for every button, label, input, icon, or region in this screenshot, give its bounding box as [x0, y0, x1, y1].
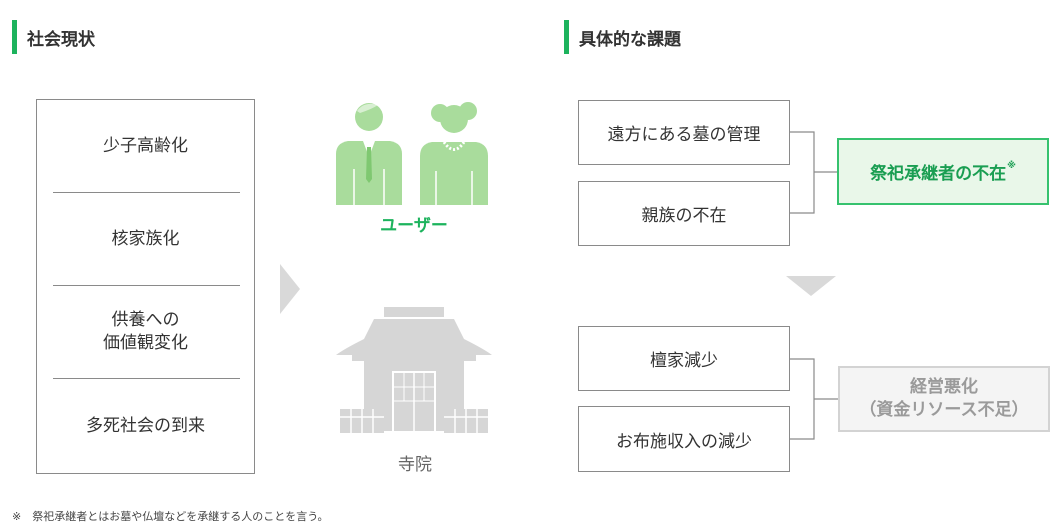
- result-box-successor-absence: 祭祀承継者の不在※: [837, 138, 1049, 205]
- result-label-line2: （資金リソース不足）: [859, 400, 1029, 420]
- divider: [53, 192, 240, 193]
- result-label: 祭祀承継者の不在: [870, 164, 1007, 184]
- chevron-down-icon: [786, 276, 836, 296]
- section-title-issues: 具体的な課題: [579, 29, 681, 50]
- header-accent-bar: [12, 20, 17, 54]
- users-icon: [336, 102, 488, 205]
- divider: [53, 378, 240, 379]
- social-factor-item: 供養への 価値観変化: [103, 310, 188, 353]
- issue-box: 遠方にある墓の管理: [578, 100, 790, 165]
- social-factor-item: 少子高齢化: [103, 135, 188, 156]
- chevron-right-icon: [280, 264, 300, 314]
- footnote-mark: ※: [1007, 160, 1016, 171]
- temple-icon: [336, 307, 492, 433]
- divider: [53, 285, 240, 286]
- issue-box: 檀家減少: [578, 326, 790, 391]
- social-factor-item: 多死社会の到来: [86, 415, 205, 436]
- temple-label: 寺院: [398, 455, 432, 475]
- result-box-management-deterioration: 経営悪化 （資金リソース不足）: [838, 366, 1050, 432]
- section-title-social: 社会現状: [27, 29, 95, 50]
- result-label-line1: 経営悪化: [910, 377, 978, 398]
- social-factors-box: 少子高齢化 核家族化 供養への 価値観変化 多死社会の到来: [36, 99, 255, 474]
- issue-box: 親族の不在: [578, 181, 790, 246]
- section-header-issues: 具体的な課題: [564, 20, 681, 54]
- issue-box: お布施収入の減少: [578, 406, 790, 472]
- section-header-social: 社会現状: [12, 20, 95, 54]
- user-label: ユーザー: [380, 216, 448, 236]
- social-factor-item: 核家族化: [111, 228, 180, 249]
- header-accent-bar: [564, 20, 569, 54]
- footnote: ※ 祭祀承継者とはお墓や仏壇などを承継する人のことを言う。: [12, 510, 329, 523]
